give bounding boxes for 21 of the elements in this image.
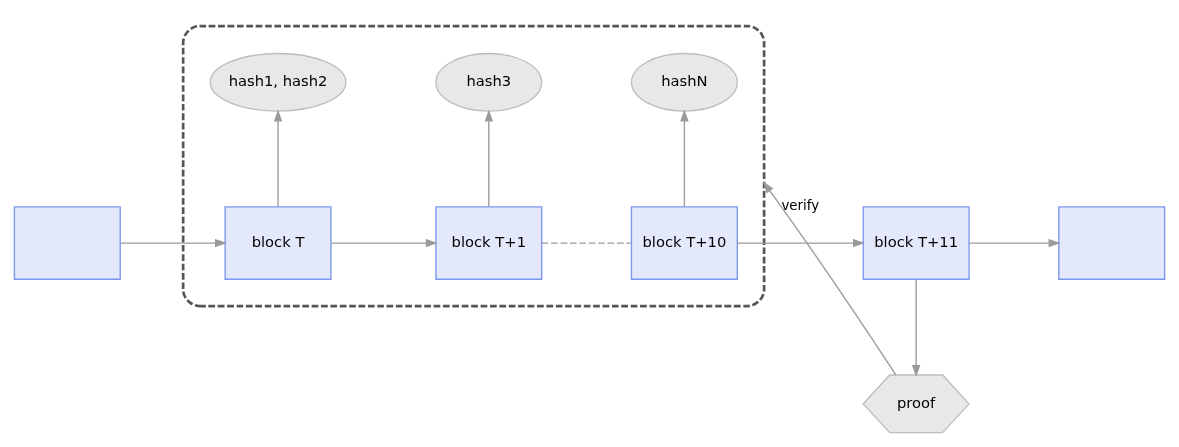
arrow (119, 238, 228, 247)
arrow (968, 238, 1061, 247)
edge-label: verify (781, 197, 820, 213)
node-box: block T+10 (630, 205, 738, 280)
arrow (737, 238, 866, 247)
node-box (1058, 205, 1166, 280)
cluster (181, 24, 766, 307)
node-ellipse: hash1, hash2 (209, 52, 347, 112)
arrow (484, 108, 494, 207)
arrow (273, 108, 283, 207)
node-ellipse: hash3 (435, 52, 543, 112)
node-box: block T (224, 205, 332, 280)
arrow (680, 108, 689, 207)
node-box: block T+11 (862, 205, 970, 280)
node-box: block T+1 (435, 205, 543, 280)
arrow (762, 180, 897, 375)
node-ellipse: hashN (630, 52, 738, 112)
arrow (330, 238, 438, 247)
node-box (13, 205, 121, 280)
arrow (911, 278, 921, 377)
connector (541, 241, 632, 244)
